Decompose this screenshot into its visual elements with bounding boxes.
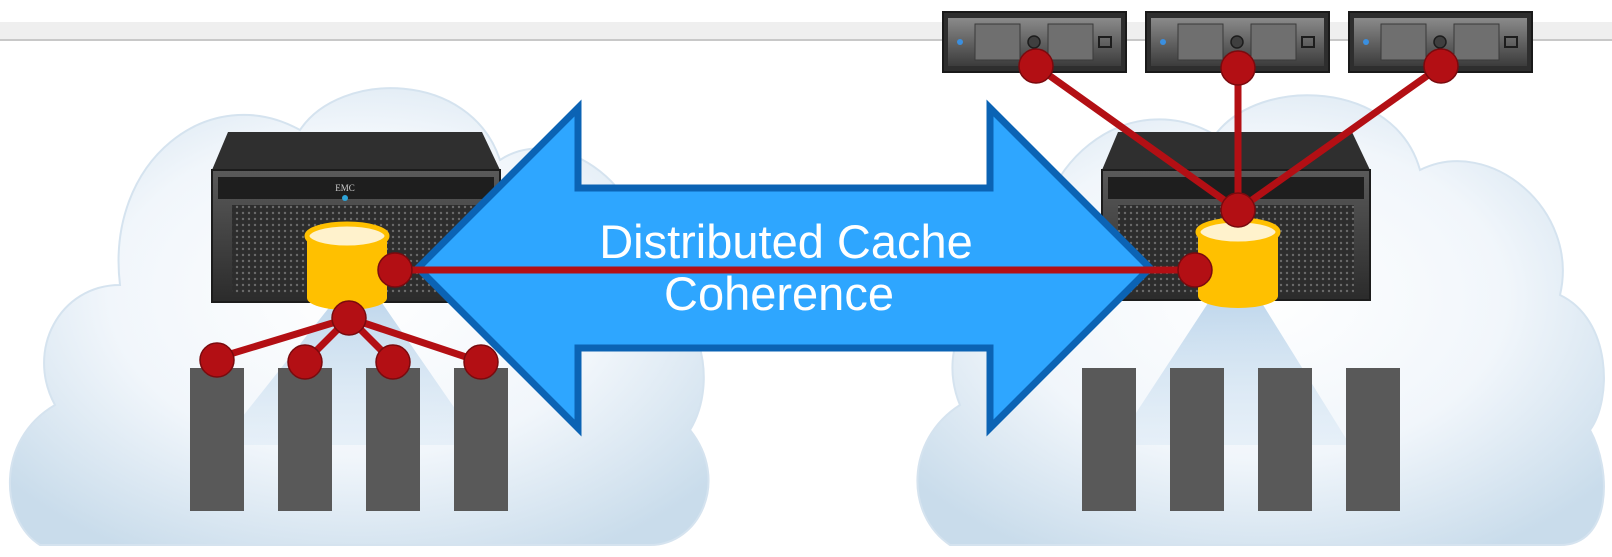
cache-database-icon [1195,217,1281,308]
vendor-badge: EMC [335,183,355,193]
right-cache-body [1198,232,1278,308]
connection-node [377,252,413,288]
server-block-icon [278,368,332,511]
rack-server-icon [1348,11,1533,73]
left-array-top [212,132,500,170]
server-block-icon [1082,368,1136,511]
connection-node [331,300,367,336]
cache-database-icon [304,221,390,310]
connection-lines [213,62,1445,366]
left-array-led [342,195,348,201]
connection-node [199,342,235,378]
connection-node [1220,50,1256,86]
rack-link [1032,62,1242,214]
server-block-icon [454,368,508,511]
connection-node [1177,252,1213,288]
connection-node [1018,48,1054,84]
connection-node [375,344,411,380]
right-server-group [1082,368,1400,511]
left-array-bezel [218,177,494,199]
connection-node [463,344,499,380]
server-block-icon [1346,368,1400,511]
arrow-label-line1: Distributed Cache [599,215,973,268]
server-block-icon [190,368,244,511]
connection-nodes [199,48,1459,380]
left-server-group [190,368,508,511]
rack-link [1234,62,1445,214]
connection-node [1423,48,1459,84]
server-block-icon [1170,368,1224,511]
left-cache-body [307,236,387,310]
server-block-icon [366,368,420,511]
left-server-link [345,314,485,366]
arrow-label-line2: Coherence [664,267,894,320]
left-cache-top [304,221,390,251]
connection-node [287,344,323,380]
connection-node [1220,192,1256,228]
server-block-icon [1258,368,1312,511]
left-server-link [213,314,353,362]
